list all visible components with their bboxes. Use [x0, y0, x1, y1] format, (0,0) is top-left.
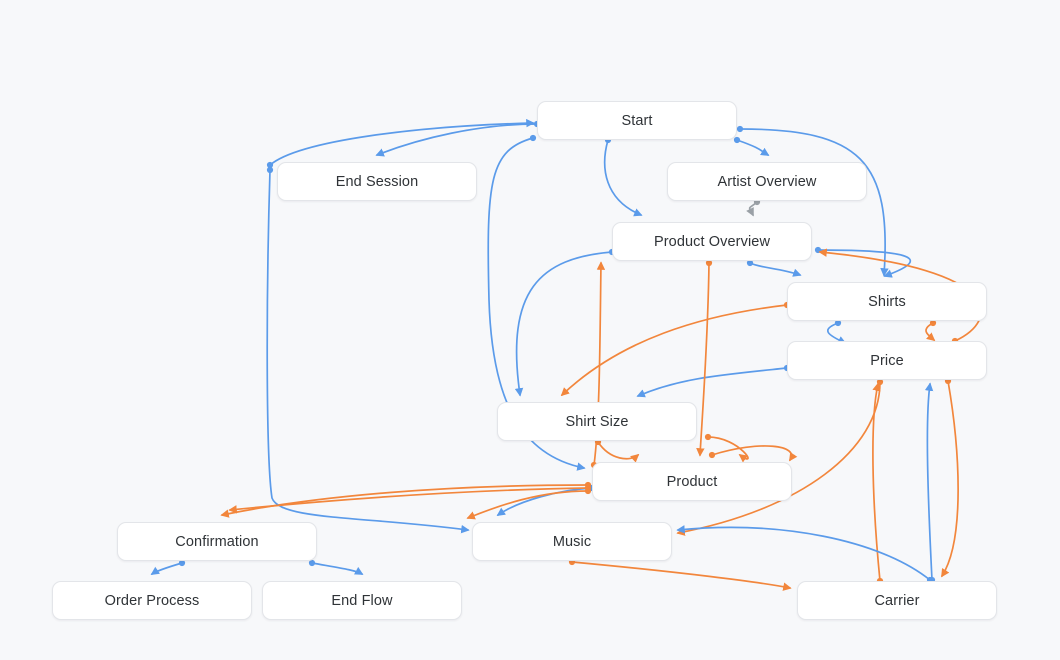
flow-edge[interactable] [749, 262, 802, 277]
flow-edge[interactable] [736, 139, 770, 156]
edge-source-dot [529, 134, 537, 142]
node-label: Price [870, 352, 904, 369]
flow-edge[interactable] [924, 382, 934, 581]
node-order-process[interactable]: Order Process [39, 581, 252, 620]
flow-edge[interactable] [571, 561, 792, 591]
flow-edge[interactable] [817, 249, 911, 278]
edge-source-dot [584, 484, 592, 492]
flow-edge[interactable] [375, 123, 538, 157]
edge-source-dot [736, 125, 744, 133]
edge-source-dot [733, 136, 741, 144]
flow-edge[interactable] [872, 382, 881, 582]
flow-edge[interactable] [711, 445, 798, 462]
node-music[interactable]: Music [472, 522, 672, 561]
flow-edge[interactable] [150, 562, 183, 575]
edge-source-dot [708, 451, 716, 459]
flow-edge[interactable] [220, 484, 589, 518]
node-carrier[interactable]: Carrier [797, 581, 997, 620]
flow-edge[interactable] [636, 367, 788, 398]
node-end-session[interactable]: End Session [277, 162, 477, 201]
flow-edge[interactable] [266, 169, 470, 534]
flow-edge[interactable] [696, 262, 710, 457]
flow-edge[interactable] [676, 381, 881, 536]
node-label: Start [621, 112, 653, 129]
flow-edge[interactable] [746, 201, 758, 217]
flow-edge[interactable] [269, 118, 535, 166]
node-end-flow[interactable]: End Flow [262, 581, 462, 620]
flow-edge[interactable] [826, 322, 847, 344]
node-label: Shirt Size [565, 413, 629, 430]
flow-edge[interactable] [707, 436, 749, 463]
flow-edge[interactable] [514, 251, 613, 397]
flow-edge[interactable] [925, 322, 936, 342]
node-label: End Flow [331, 592, 393, 609]
flow-edge[interactable] [466, 490, 589, 520]
node-label: Shirts [868, 293, 906, 310]
node-product-overview[interactable]: Product Overview [612, 222, 812, 261]
node-label: Product Overview [653, 233, 771, 250]
node-shirt-size[interactable]: Shirt Size [497, 402, 697, 441]
edge-source-dot [814, 246, 822, 254]
node-label: Order Process [104, 592, 200, 609]
node-shirts[interactable]: Shirts [787, 282, 987, 321]
node-price[interactable]: Price [787, 341, 987, 380]
node-label: Artist Overview [717, 173, 817, 190]
node-label: Product [666, 473, 718, 490]
edge-source-dot [704, 433, 712, 441]
node-artist-overview[interactable]: Artist Overview [667, 162, 867, 201]
flow-edge[interactable] [941, 380, 959, 578]
sitemap-icon [39, 582, 67, 619]
flow-edge[interactable] [603, 139, 643, 217]
edge-source-dot [308, 559, 316, 567]
flow-edge[interactable] [311, 562, 364, 575]
node-product[interactable]: Product [592, 462, 792, 501]
flow-edge[interactable] [597, 441, 640, 463]
flow-edge[interactable] [496, 487, 593, 516]
node-label: Confirmation [175, 533, 259, 550]
node-label: Music [552, 533, 592, 550]
edge-source-dot [266, 166, 274, 174]
edge-source-dot [266, 161, 274, 169]
node-confirmation[interactable]: Confirmation [117, 522, 317, 561]
node-label: End Session [335, 173, 419, 190]
flow-edge[interactable] [228, 487, 589, 514]
flow-edge[interactable] [560, 304, 788, 397]
node-label: Carrier [874, 592, 920, 609]
node-start[interactable]: Start [537, 101, 737, 140]
edge-source-dot [584, 487, 592, 495]
edge-source-dot [584, 481, 592, 489]
flow-edge[interactable] [676, 525, 931, 581]
